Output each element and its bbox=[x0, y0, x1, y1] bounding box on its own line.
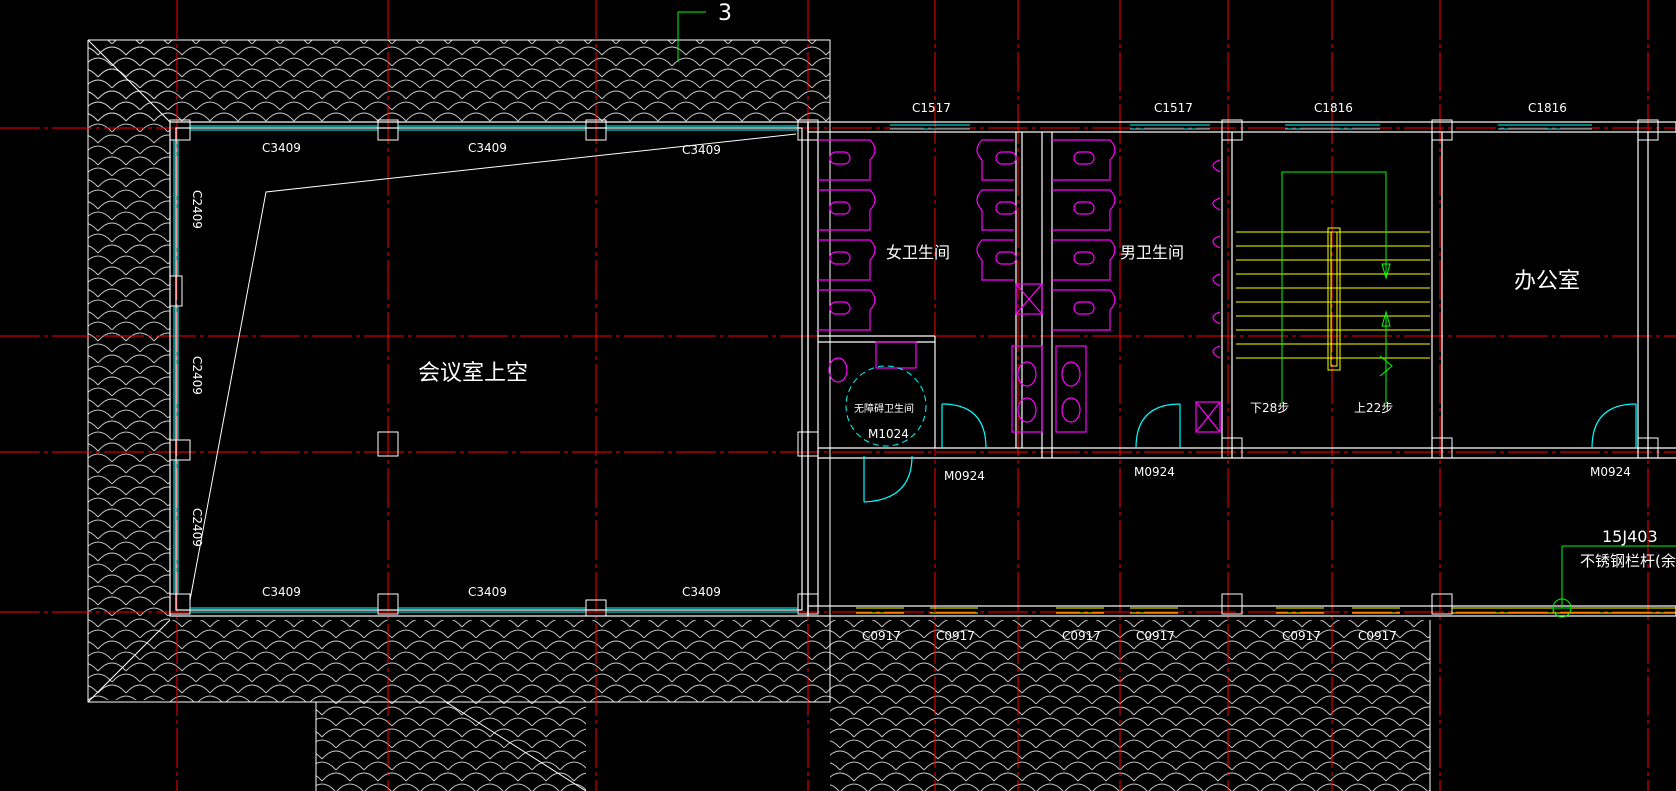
room-accessible-wc-label: 无障碍卫生间 bbox=[854, 402, 914, 415]
doors bbox=[863, 403, 1637, 503]
stair-up-label: 上22步 bbox=[1354, 401, 1393, 415]
roof-tiles bbox=[87, 39, 1431, 791]
railing-labels: 15J403 不锈钢栏杆(余同 bbox=[1580, 527, 1676, 570]
window-label: C1816 bbox=[1528, 101, 1567, 115]
window-label: C0917 bbox=[1136, 629, 1175, 643]
window-labels: C3409 C3409 C3409 C3409 C3409 C3409 C151… bbox=[190, 101, 1567, 643]
door-label: M0924 bbox=[1134, 465, 1175, 479]
window-label-vertical: C2409 bbox=[190, 190, 204, 229]
door-label: M0924 bbox=[1590, 465, 1631, 479]
room-meeting-label: 会议室上空 bbox=[418, 361, 528, 386]
room-office-label: 办公室 bbox=[1514, 269, 1580, 294]
railing-leader bbox=[1552, 545, 1676, 618]
window-label-vertical: C2409 bbox=[190, 508, 204, 547]
window-label: C1816 bbox=[1314, 101, 1353, 115]
window-label: C3409 bbox=[468, 141, 507, 155]
window-label: C3409 bbox=[468, 585, 507, 599]
window-label: C0917 bbox=[1358, 629, 1397, 643]
door-label: M1024 bbox=[868, 427, 909, 441]
window-label: C3409 bbox=[682, 585, 721, 599]
window-label: C3409 bbox=[262, 585, 301, 599]
window-label: C0917 bbox=[936, 629, 975, 643]
room-men-wc-label: 男卫生间 bbox=[1120, 243, 1184, 262]
walls bbox=[169, 121, 1676, 617]
railing-ref: 15J403 bbox=[1602, 527, 1658, 546]
windows bbox=[173, 124, 1592, 613]
stair bbox=[1236, 227, 1430, 371]
stair-labels: 下28步 上22步 bbox=[1250, 401, 1393, 415]
stair-arrows bbox=[1281, 171, 1393, 404]
window-label: C3409 bbox=[262, 141, 301, 155]
room-women-wc-label: 女卫生间 bbox=[886, 243, 950, 262]
grid-label: 3 bbox=[718, 1, 732, 26]
window-label-vertical: C2409 bbox=[190, 356, 204, 395]
columns bbox=[169, 119, 1659, 617]
window-label: C0917 bbox=[1282, 629, 1321, 643]
stair-down-label: 下28步 bbox=[1250, 401, 1289, 415]
window-label: C1517 bbox=[1154, 101, 1193, 115]
window-label: C0917 bbox=[1062, 629, 1101, 643]
door-label: M0924 bbox=[944, 469, 985, 483]
toilet-fixtures bbox=[818, 139, 1221, 433]
window-label: C1517 bbox=[912, 101, 951, 115]
door-labels: M1024 M0924 M0924 M0924 bbox=[868, 427, 1631, 483]
accessible-turning-circle bbox=[845, 365, 927, 447]
window-label: C3409 bbox=[682, 143, 721, 157]
window-label: C0917 bbox=[862, 629, 901, 643]
grid-leader: 3 bbox=[677, 1, 732, 62]
room-labels: 会议室上空 女卫生间 男卫生间 无障碍卫生间 办公室 bbox=[418, 243, 1580, 415]
railing-note: 不锈钢栏杆(余同 bbox=[1580, 552, 1676, 570]
